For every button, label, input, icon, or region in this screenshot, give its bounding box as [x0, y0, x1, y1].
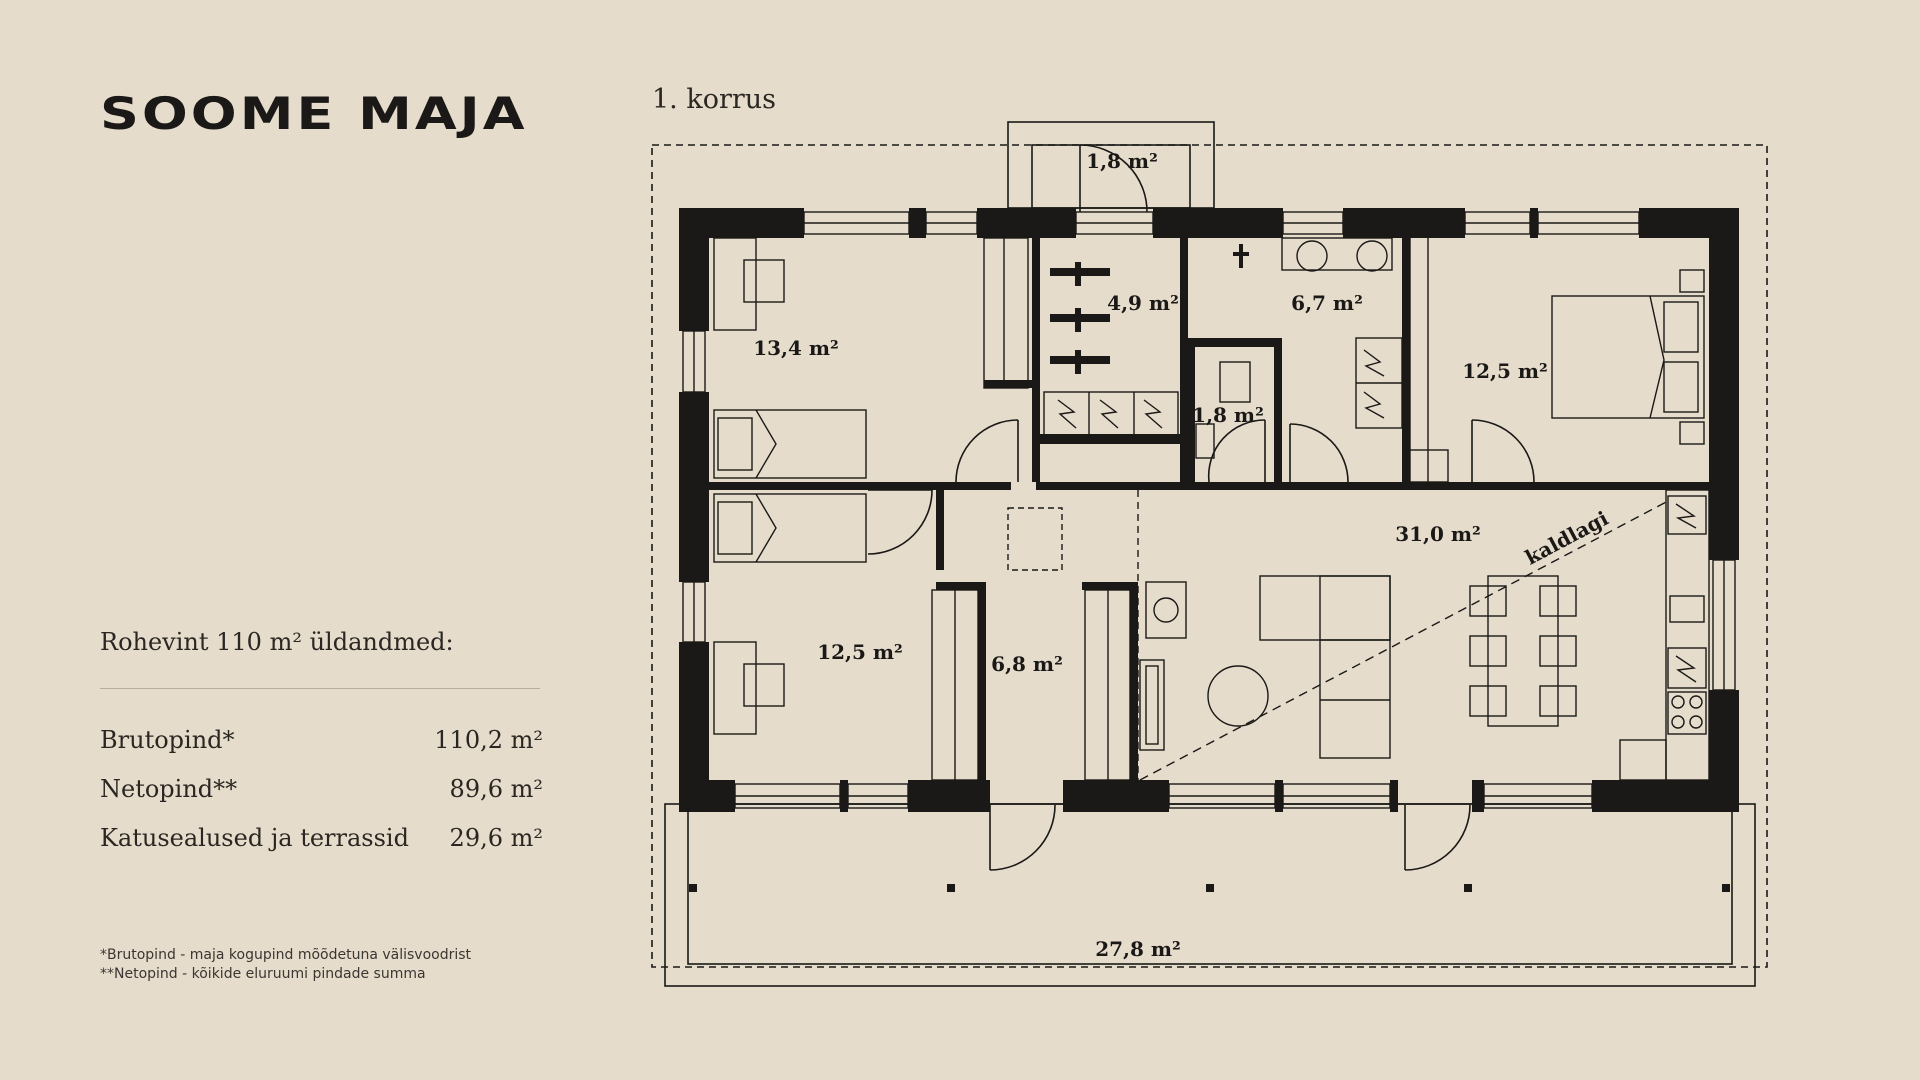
windows: [682, 211, 1736, 809]
summary-label: Netopind**: [100, 775, 238, 803]
fixtures-filled: [689, 244, 1730, 892]
summary-row-katusealused: Katusealused ja terrassid 29,6 m²: [100, 824, 543, 852]
brand-logo: SOOME MAJA: [100, 87, 528, 140]
room-label-terrace: 27,8 m²: [1095, 937, 1181, 961]
room-label-wc: 1,8 m²: [1192, 403, 1264, 427]
doors: [867, 144, 1535, 871]
room-label-bedroom-bottom-left: 12,5 m²: [817, 640, 903, 664]
footnote-netopind: **Netopind - kõikide eluruumi pindade su…: [100, 966, 426, 982]
summary-divider: [100, 688, 540, 689]
floor-label: 1. korrus: [652, 84, 777, 115]
room-label-bedroom-top-right: 12,5 m²: [1462, 359, 1548, 383]
room-label-bathroom: 6,7 m²: [1291, 291, 1363, 315]
room-label-wardrobe: 4,9 m²: [1107, 291, 1179, 315]
room-label-entry-porch: 1,8 m²: [1086, 149, 1158, 173]
summary-label: Katusealused ja terrassid: [100, 824, 409, 852]
summary-row-brutopind: Brutopind* 110,2 m²: [100, 726, 543, 754]
summary-label: Brutopind*: [100, 726, 235, 754]
interior-walls: [709, 238, 1709, 780]
summary-value: 110,2 m²: [434, 726, 543, 754]
furniture: [713, 237, 1710, 781]
outer-walls: [679, 208, 1739, 812]
room-label-bedroom-top-left: 13,4 m²: [753, 336, 839, 360]
summary-value: 89,6 m²: [449, 775, 543, 803]
roof-outline: [651, 121, 1768, 987]
footnotes: *Brutopind - maja kogupind mõõdetuna väl…: [100, 946, 471, 984]
footnote-brutopind: *Brutopind - maja kogupind mõõdetuna väl…: [100, 947, 472, 963]
summary-row-netopind: Netopind** 89,6 m²: [100, 775, 543, 803]
summary-title: Rohevint 110 m² üldandmed:: [100, 628, 454, 656]
room-label-living-kitchen: 31,0 m²: [1395, 522, 1481, 546]
room-label-hall: 6,8 m²: [991, 652, 1063, 676]
summary-value: 29,6 m²: [449, 824, 543, 852]
